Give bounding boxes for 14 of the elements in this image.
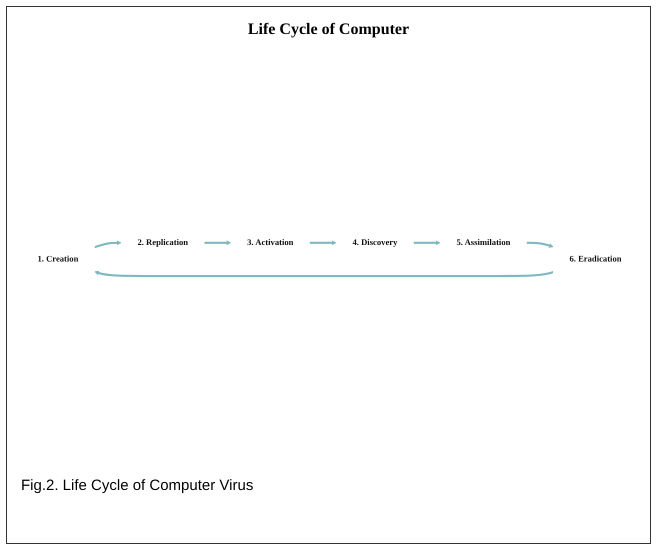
node-text: 2. Replication bbox=[137, 238, 188, 247]
node-text: 3. Activation bbox=[247, 238, 294, 247]
arrow bbox=[526, 242, 554, 248]
arrow bbox=[94, 240, 122, 248]
figure-caption: Fig.2. Life Cycle of Computer Virus bbox=[21, 477, 254, 494]
center-label: Life Cycle of Computer bbox=[246, 21, 410, 39]
node-text: 6. Eradication bbox=[569, 254, 622, 264]
node-text: 1. Creation bbox=[37, 254, 78, 264]
node-text: 4. Discovery bbox=[352, 238, 398, 247]
arrow bbox=[94, 270, 554, 277]
arrow bbox=[310, 240, 337, 245]
node-text: 5. Assimilation bbox=[456, 238, 510, 247]
arrow bbox=[413, 240, 441, 245]
arrow bbox=[204, 240, 232, 245]
